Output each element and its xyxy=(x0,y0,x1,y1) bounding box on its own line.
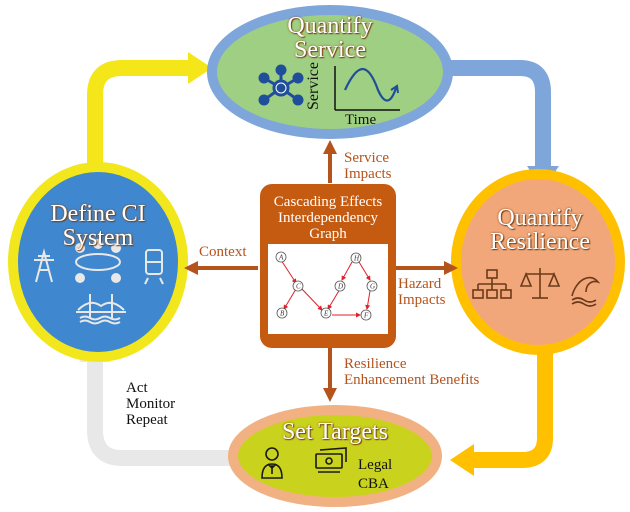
power-tower-icon xyxy=(34,248,54,283)
balance-scale-icon xyxy=(519,268,561,299)
cycle-note-line2: Monitor xyxy=(126,396,176,412)
define-ci-title-line1: Define CI xyxy=(50,201,146,227)
interdependency-graph-edges xyxy=(280,259,371,318)
network-node-icon xyxy=(258,64,304,106)
graph-panel-title-line1: Cascading Effects xyxy=(273,194,383,210)
context-label: Context xyxy=(199,244,247,260)
cycle-note: Act Monitor Repeat xyxy=(126,380,175,428)
graph-panel-title-line3: Graph xyxy=(309,226,347,242)
arrow-define-to-service xyxy=(87,52,212,200)
hazard-impacts-label: Hazard Impacts xyxy=(398,276,445,308)
hazard-impacts-line2: Impacts xyxy=(398,292,446,308)
service-impacts-label: Service Impacts xyxy=(344,150,391,182)
cycle-note-line1: Act xyxy=(126,380,148,396)
quantify-service-title-line2: Service xyxy=(294,37,366,63)
quantify-resilience-title-line2: Resilience xyxy=(490,229,590,255)
graph-node-label: A xyxy=(278,254,284,262)
quantify-service-title: Quantify Service xyxy=(272,14,388,62)
define-ci-title: Define CI System xyxy=(28,202,168,250)
train-icon xyxy=(144,249,164,285)
cycle-note-line3: Repeat xyxy=(126,412,168,428)
quantify-service-title-line1: Quantify xyxy=(287,13,373,39)
arrow-to-targets xyxy=(323,348,337,402)
interdependency-graph-nodes: A B C D E F G H xyxy=(275,251,378,321)
define-ci-title-line2: System xyxy=(62,225,134,251)
resilience-benefits-line1: Resilience xyxy=(344,356,407,372)
graph-node-a xyxy=(275,251,287,263)
meeting-people-icon xyxy=(75,239,121,283)
arrow-resilience-to-targets xyxy=(450,342,553,476)
bridge-icon xyxy=(76,294,126,325)
service-impacts-line2: Impacts xyxy=(344,166,392,182)
define-ci-node xyxy=(8,162,188,362)
time-axis-label: Time xyxy=(345,112,377,128)
quantify-service-node xyxy=(207,5,453,139)
graph-panel-title: Cascading Effects Interdependency Graph xyxy=(262,194,394,242)
person-icon xyxy=(261,447,283,479)
graph-node-b xyxy=(276,307,288,319)
graph-node-label: D xyxy=(337,283,343,291)
graph-node-label: E xyxy=(323,310,329,318)
cba-label: CBA xyxy=(358,476,389,492)
hazard-impacts-line1: Hazard xyxy=(398,276,442,292)
service-axis-label: Service xyxy=(305,62,322,110)
money-icon xyxy=(315,447,347,473)
graph-node-label: B xyxy=(280,310,285,318)
quantify-resilience-title: Quantify Resilience xyxy=(470,206,610,254)
legal-label: Legal xyxy=(358,457,393,473)
graph-node-label: F xyxy=(363,312,369,320)
resilience-benefits-label: Resilience Enhancement Benefits xyxy=(344,356,479,388)
arrow-to-resilience xyxy=(396,261,458,275)
graph-node-label: H xyxy=(353,255,360,263)
org-chart-icon xyxy=(472,269,512,299)
resilience-benefits-line2: Enhancement Benefits xyxy=(344,372,480,388)
graph-panel-title-line2: Interdependency xyxy=(278,210,378,226)
quantify-resilience-node xyxy=(451,169,625,355)
graph-node-c xyxy=(292,280,304,292)
graph-node-g xyxy=(366,280,378,292)
service-impacts-line1: Service xyxy=(344,150,389,166)
graph-node-label: C xyxy=(296,283,301,291)
graph-node-label: G xyxy=(370,283,375,291)
service-time-plot xyxy=(334,66,400,111)
graph-node-d xyxy=(334,280,346,292)
arrow-to-service xyxy=(323,140,337,183)
set-targets-title: Set Targets xyxy=(281,419,389,445)
arrow-to-define xyxy=(184,261,258,275)
graph-node-e xyxy=(320,307,332,319)
graph-node-f xyxy=(360,309,372,321)
set-targets-node xyxy=(228,405,442,507)
quantify-resilience-title-line1: Quantify xyxy=(497,205,583,231)
wave-icon xyxy=(571,276,601,307)
graph-node-h xyxy=(350,252,362,264)
